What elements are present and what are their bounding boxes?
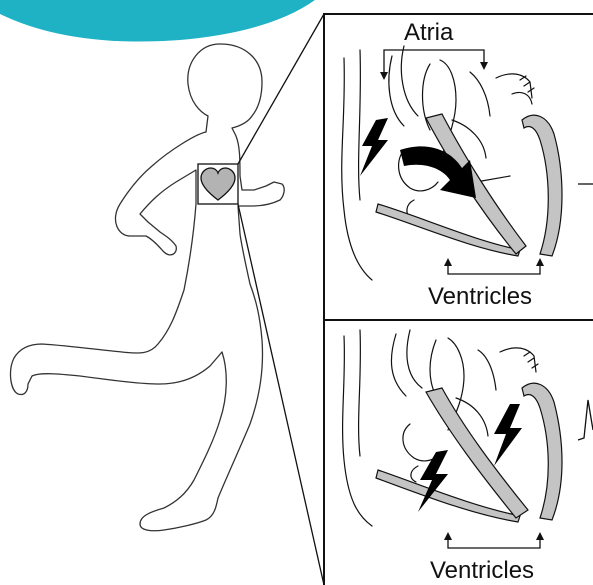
chest-heart-highlight (198, 164, 238, 204)
label-ventricles-bottom: Ventricles (430, 557, 534, 584)
running-figure (11, 44, 285, 531)
teal-banner (0, 0, 315, 42)
label-ventricles-top: Ventricles (428, 283, 532, 310)
label-atria: Atria (404, 19, 454, 46)
zoom-line-bottom (238, 204, 324, 585)
zoom-line-top (238, 14, 324, 164)
